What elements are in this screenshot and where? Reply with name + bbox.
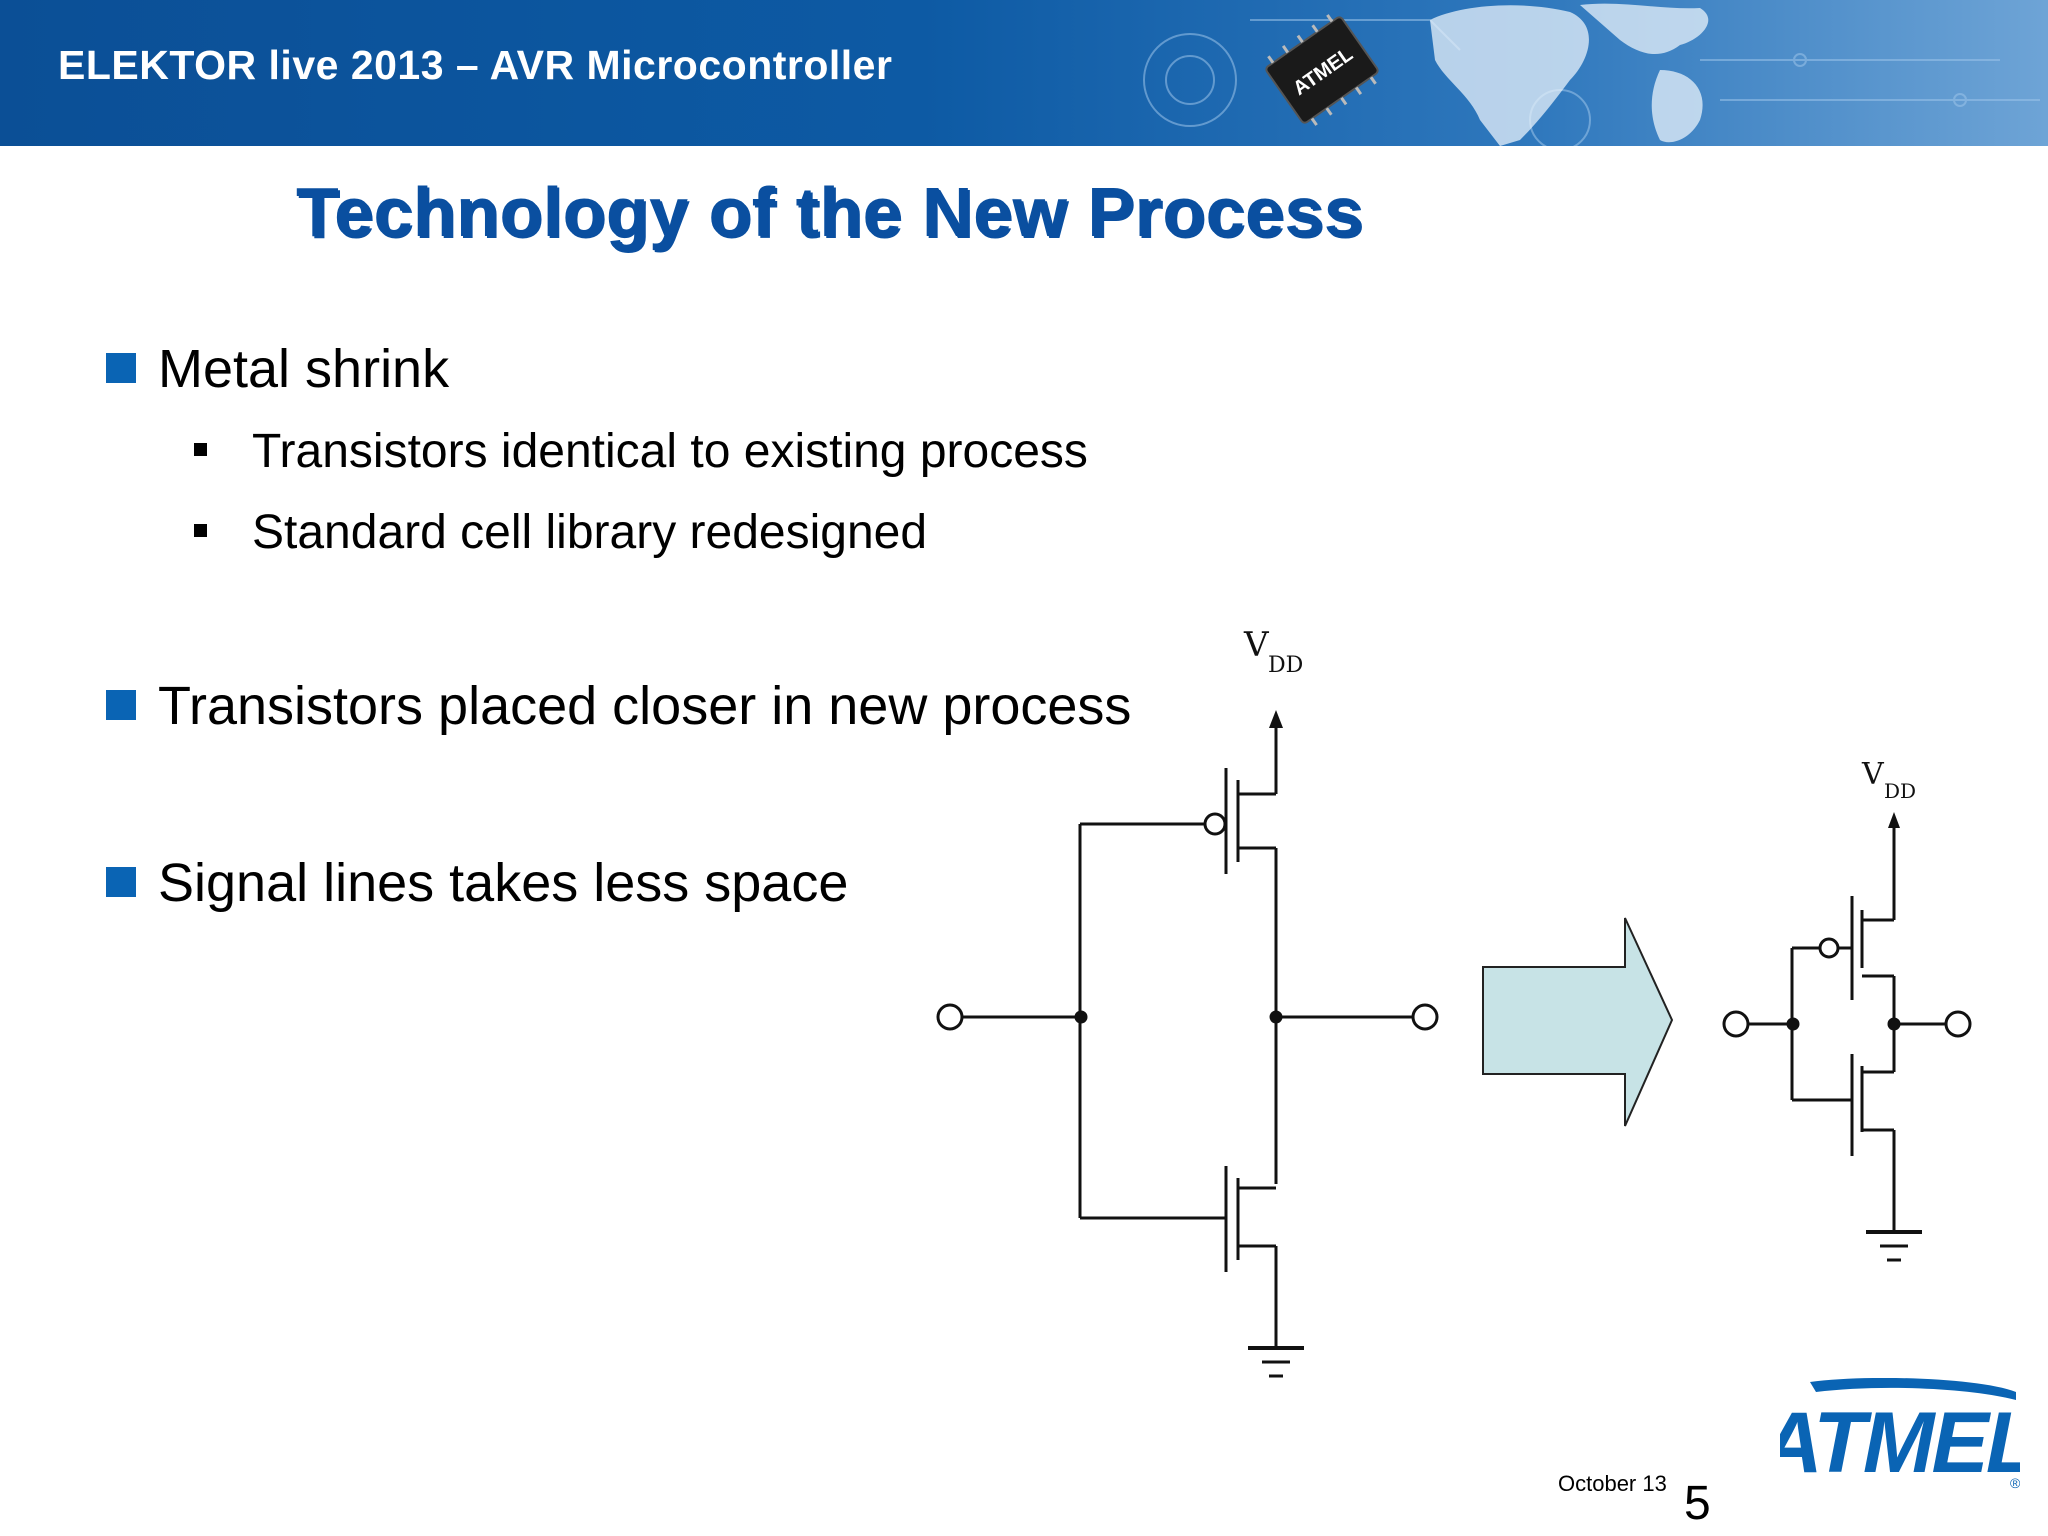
square-bullet-icon xyxy=(106,867,136,897)
footer-date: October 13 xyxy=(1558,1471,1667,1496)
small-square-bullet-icon xyxy=(194,443,207,456)
pmos-gate-bubble xyxy=(1203,812,1227,836)
input-terminal xyxy=(936,1003,964,1031)
svg-text:®: ® xyxy=(2010,1475,2020,1490)
slide-title: Technology of the New Process xyxy=(296,173,1364,251)
bullet-text: Metal shrink xyxy=(158,339,450,399)
vdd-subscript: DD xyxy=(1884,779,1916,803)
page-number: 5 xyxy=(1684,1477,1711,1530)
header-band: ATMEL ELEKTOR live 2013 – AVR Microcontr… xyxy=(0,0,2048,146)
square-bullet-icon xyxy=(106,353,136,383)
large-inverter: V DD xyxy=(936,625,1439,1378)
input-terminal xyxy=(1722,1010,1750,1038)
vdd-arrow-icon xyxy=(1269,710,1283,728)
pmos-gate-bubble xyxy=(1818,937,1840,959)
header-decoration: ATMEL xyxy=(1143,3,2040,146)
small-inverter: V DD xyxy=(1722,757,1972,1262)
square-bullet-icon xyxy=(106,690,136,720)
output-terminal xyxy=(1411,1003,1439,1031)
vdd-label: V xyxy=(1243,625,1270,665)
svg-text:ATMEL: ATMEL xyxy=(1780,1395,2020,1490)
sub-bullet-text: Transistors identical to existing proces… xyxy=(252,425,1088,478)
transformation-arrow-icon xyxy=(1482,917,1674,1127)
output-terminal xyxy=(1944,1010,1972,1038)
atmel-logo: ATMEL ® xyxy=(1780,1378,2020,1490)
bullet-text: Transistors placed closer in new process xyxy=(158,676,1132,736)
small-square-bullet-icon xyxy=(194,524,207,537)
atmel-chip-icon: ATMEL xyxy=(1265,14,1379,126)
sub-bullet-text: Standard cell library redesigned xyxy=(252,506,928,559)
bullet-text: Signal lines takes less space xyxy=(158,853,849,913)
vdd-subscript: DD xyxy=(1268,653,1303,678)
world-map-shape xyxy=(1430,3,1709,146)
vdd-arrow-icon xyxy=(1888,812,1900,828)
vdd-label: V xyxy=(1861,757,1885,792)
presentation-title: ELEKTOR live 2013 – AVR Microcontroller xyxy=(58,42,893,88)
